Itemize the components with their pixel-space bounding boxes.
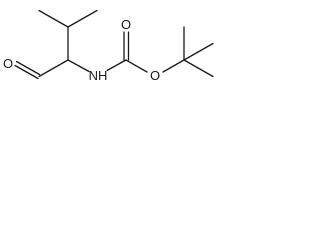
ester-oxygen-to-tbutyl-bond	[162, 59, 185, 73]
amine-nh-label: NH	[89, 68, 108, 83]
isopropyl-methyl-left-bond	[38, 9, 69, 28]
structure-diagram: O NH O O	[0, 0, 254, 104]
isopropyl-methyl-right-bond	[67, 9, 98, 28]
aldehyde-double-bond-1	[14, 64, 39, 80]
tbutyl-methyl-right-bond	[183, 42, 214, 61]
carbonyl-to-ester-oxygen-bond	[125, 59, 148, 73]
carbonyl-oxygen-label: O	[121, 17, 131, 32]
tbutyl-methyl-down-bond	[183, 59, 214, 78]
aldehyde-double-bond-2	[15, 60, 41, 76]
nitrogen-to-carbonyl-bond	[106, 59, 127, 72]
aldehyde-oxygen-label: O	[3, 56, 13, 71]
alpha-to-nitrogen-bond	[67, 59, 90, 73]
bond-group	[14, 9, 214, 80]
ester-oxygen-label: O	[150, 68, 160, 83]
aldehyde-to-alpha-bond	[38, 59, 69, 78]
molecule-drawing: O NH O O	[3, 9, 214, 83]
